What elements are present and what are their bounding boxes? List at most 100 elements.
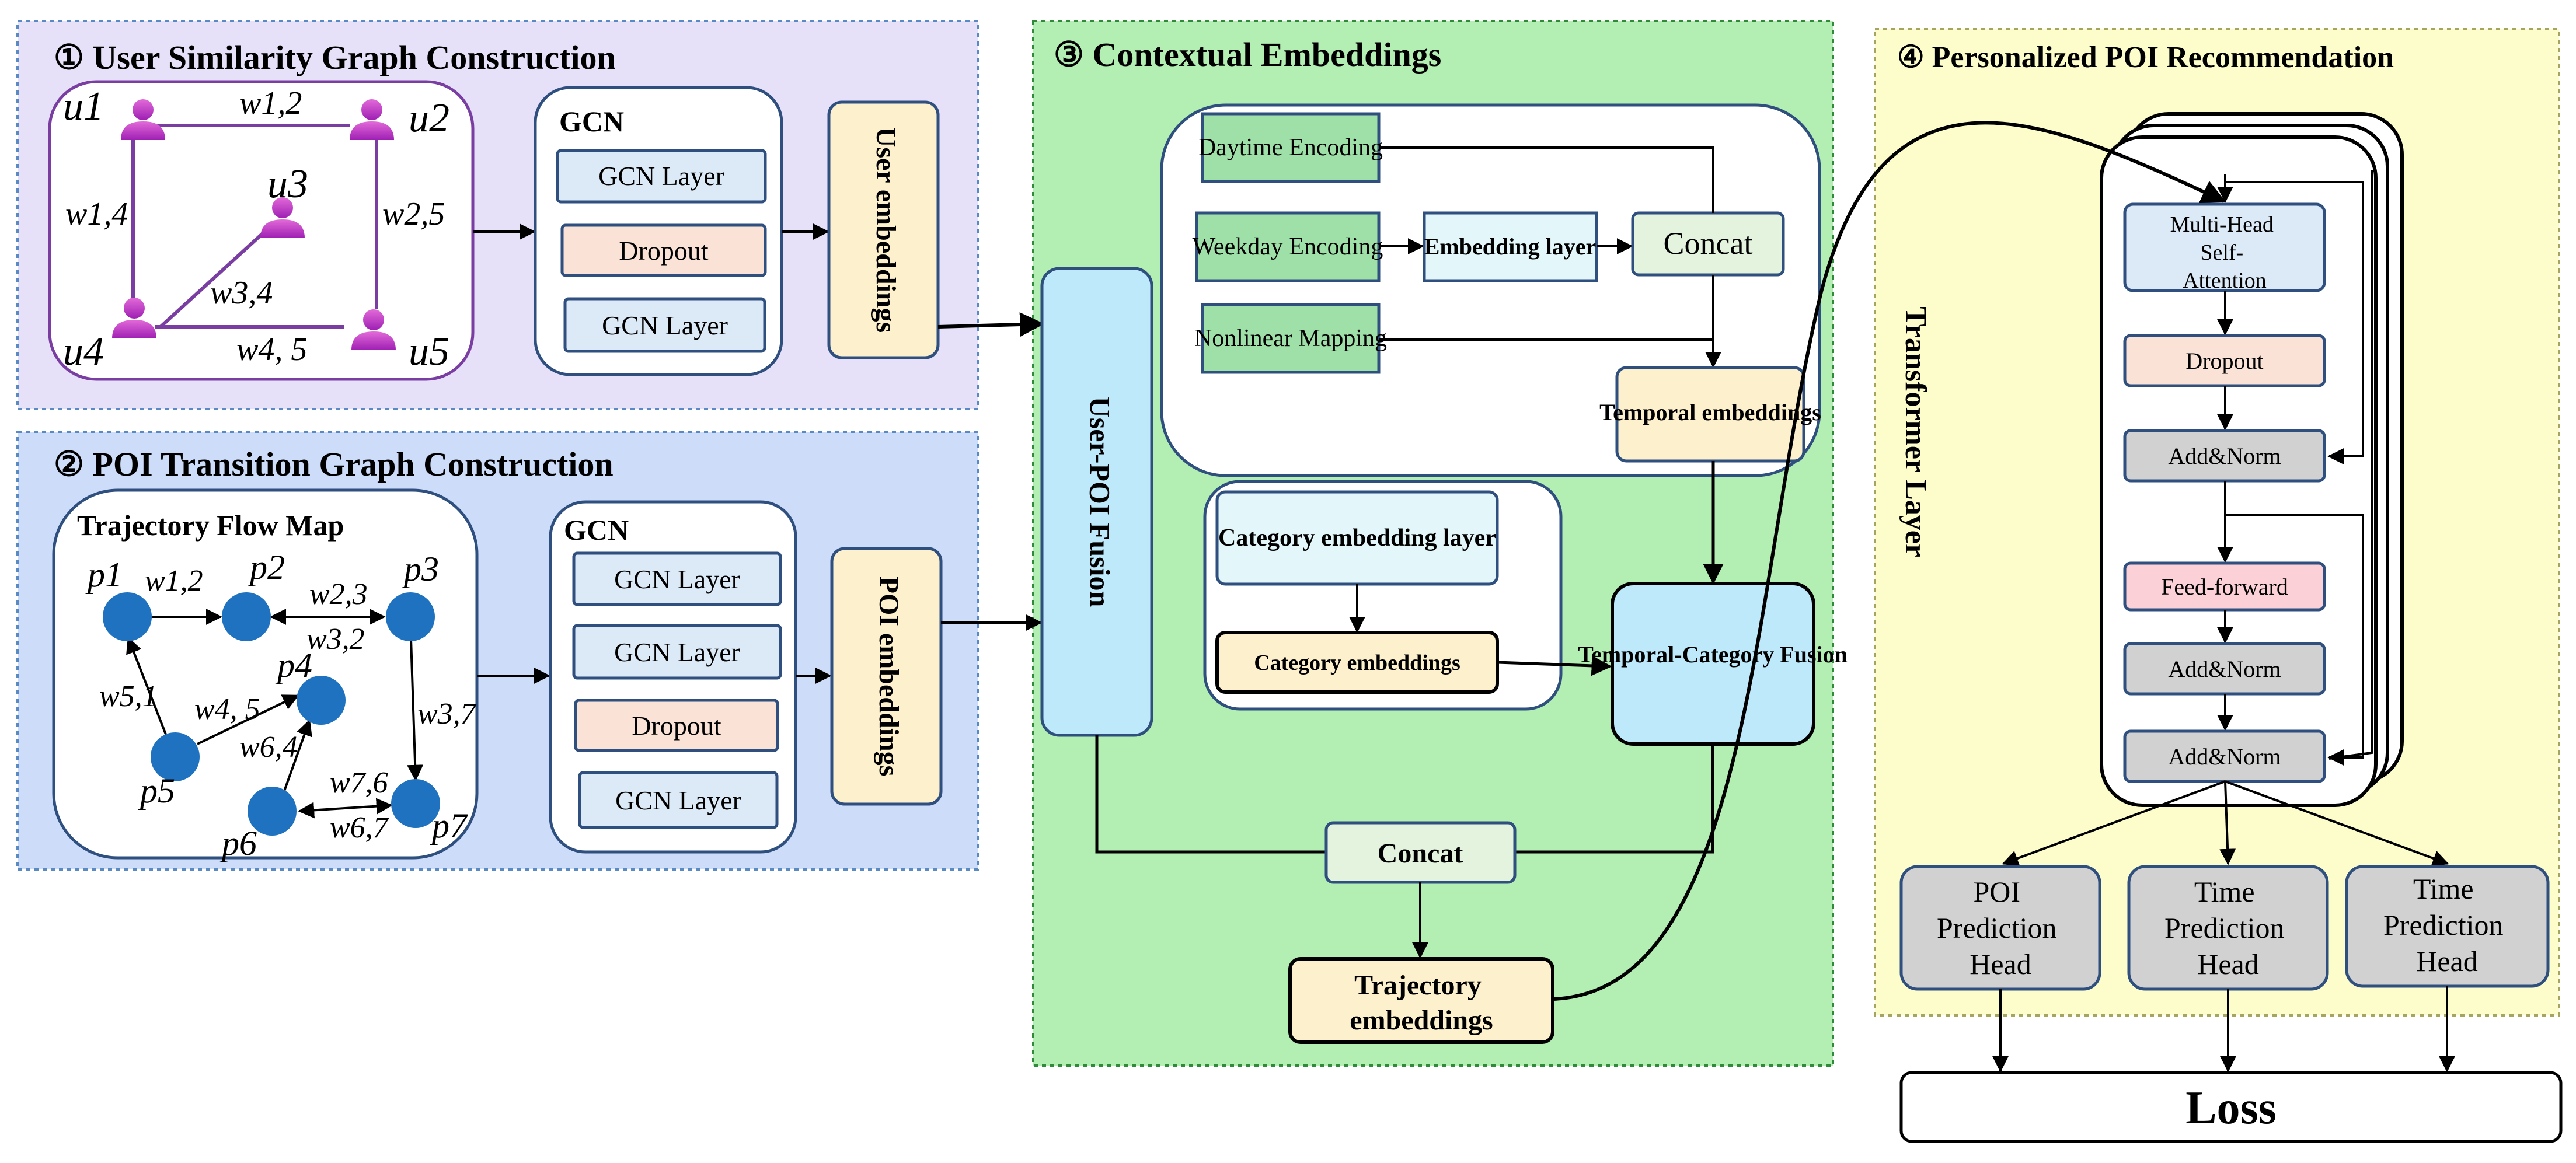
poi-node-label: p5 <box>138 771 175 810</box>
category-embedding-layer-label: Category embedding layer <box>1218 525 1496 551</box>
poi-node-label: p3 <box>402 550 439 588</box>
trajectory-map-title: Trajectory Flow Map <box>77 509 344 542</box>
trajectory-embeddings-box <box>1288 957 1554 1044</box>
temporal-embeddings-label: Temporal embeddings <box>1599 399 1821 425</box>
loss-label: Loss <box>2185 1082 2277 1134</box>
gcn-user-title: GCN <box>559 105 624 138</box>
arrow-to-head-2 <box>2219 781 2236 865</box>
poi-edge-weight: w3,7 <box>417 697 477 731</box>
head-label-2: Time Prediction Head <box>2164 875 2292 980</box>
poi-node-label: p4 <box>275 646 312 684</box>
poi-edge-weight: w6,7 <box>330 811 389 844</box>
poi-node-p7 <box>391 779 440 828</box>
gcn-poi-layer-1-label: GCN Layer <box>614 564 740 594</box>
poi-edge-weight: w3,2 <box>306 623 365 656</box>
poi-node-p4 <box>297 676 346 725</box>
addnorm-label-2: Add&Norm <box>2168 656 2281 682</box>
head-label-2-line-1: Time <box>2194 875 2255 908</box>
arrow-user-emb-to-fusion <box>937 312 1045 337</box>
poi-node-p3 <box>386 592 435 641</box>
trajectory-embeddings-line-1: Trajectory <box>1354 970 1482 1001</box>
poi-edge-weight: w5,1 <box>99 680 158 713</box>
head-label-3-line-2: Prediction <box>2383 909 2504 941</box>
user-graph-edges <box>131 124 378 329</box>
user-embeddings-box <box>827 100 940 359</box>
arrow-catemb-to-tcfusion <box>1497 655 1612 676</box>
head-label-3: Time Prediction Head <box>2383 872 2511 977</box>
gcn-user-layer-2 <box>563 297 766 353</box>
user-icon-u2 <box>350 99 394 140</box>
user-edge-weight: w3,4 <box>210 275 273 311</box>
daytime-encoding-label: Daytime Encoding <box>1198 134 1383 161</box>
embedding-layer-box <box>1423 211 1598 282</box>
poi-node-label: p2 <box>248 548 285 586</box>
poi-node-label: p1 <box>85 556 123 594</box>
gcn-user-dropout <box>560 223 767 277</box>
temporal-category-fusion-label: Temporal-Category Fusion <box>1578 641 1848 668</box>
user-icon-u4 <box>112 298 156 338</box>
concat-label-1: Concat <box>1664 226 1753 261</box>
mhsa-label: Multi-Head Self- Attention <box>2170 212 2279 293</box>
user-icon-u5 <box>351 309 396 350</box>
gcn-user-dropout-label: Dropout <box>619 236 709 266</box>
head-label-1-line-3: Head <box>1970 948 2031 980</box>
embedding-layer-label: Embedding layer <box>1424 233 1596 260</box>
arrow-to-head-1 <box>2002 780 2226 867</box>
transformer-layer-label: Transformer Layer <box>1899 306 1932 557</box>
nonlinear-mapping-label: Nonlinear Mapping <box>1194 325 1387 352</box>
user-poi-fusion-label: User-POI Fusion <box>1084 397 1117 607</box>
poi-node-p5 <box>151 732 200 781</box>
head-label-1-line-2: Prediction <box>1937 911 2057 944</box>
temporal-embeddings-box <box>1615 366 1805 463</box>
head-label-3-line-1: Time <box>2413 872 2474 905</box>
poi-node-label: p6 <box>219 824 257 862</box>
residual-line-3 <box>2328 170 2373 760</box>
trajectory-embeddings-label: Trajectory embeddings <box>1350 970 1493 1036</box>
trajectory-embeddings-line-2: embeddings <box>1350 1005 1493 1036</box>
poi-graph-edges <box>126 609 424 819</box>
gcn-poi-layer-3 <box>578 771 779 829</box>
user-node-label: u3 <box>267 162 308 207</box>
poi-edge-weight: w2,3 <box>309 578 368 611</box>
feedforward-label: Feed-forward <box>2161 574 2288 600</box>
poi-node-p1 <box>103 592 152 641</box>
residual-line-1 <box>2225 181 2364 464</box>
user-embeddings-label: User embeddings <box>870 127 901 333</box>
mhsa-label-line-1: Multi-Head <box>2170 212 2274 237</box>
weekday-encoding-label: Weekday Encoding <box>1193 233 1383 260</box>
user-edge-weight: w4, 5 <box>236 331 307 368</box>
poi-node-p2 <box>222 592 271 641</box>
gcn-poi-layer-3-label: GCN Layer <box>615 785 741 815</box>
user-node-label: u2 <box>409 96 449 141</box>
section-title-4: ④ Personalized POI Recommendation <box>1897 41 2394 74</box>
poi-embeddings-label: POI embeddings <box>873 577 904 777</box>
head-label-1-line-1: POI <box>1973 875 2020 908</box>
poi-node-p6 <box>248 787 297 836</box>
gcn-user-layer-2-label: GCN Layer <box>602 310 728 340</box>
concat-box-1 <box>1631 211 1785 277</box>
head-label-2-line-3: Head <box>2197 948 2259 980</box>
poi-embeddings-box <box>830 547 943 806</box>
user-icon-u1 <box>121 99 165 140</box>
user-node-label: u5 <box>409 329 449 374</box>
poi-edge-weight: w1,2 <box>145 564 203 598</box>
addnorm-label-1: Add&Norm <box>2168 443 2281 469</box>
gcn-poi-dropout <box>574 699 779 752</box>
user-icon-u3 <box>260 197 305 238</box>
category-embeddings-label: Category embeddings <box>1254 651 1460 675</box>
user-node-label: u1 <box>63 84 104 129</box>
dropout-label: Dropout <box>2185 348 2263 374</box>
line-tcfusion-to-concat <box>1515 744 1714 854</box>
line-daytime-to-concat <box>1379 146 1714 213</box>
gcn-poi-dropout-label: Dropout <box>632 711 721 741</box>
head-label-1: POI Prediction Head <box>1937 875 2064 980</box>
head-label-3-line-3: Head <box>2416 945 2478 977</box>
section-title-2: ② POI Transition Graph Construction <box>54 445 614 483</box>
user-edge-weight: w1,2 <box>239 85 302 121</box>
line-fusion-to-concat <box>1095 735 1326 854</box>
concat-label-2: Concat <box>1378 838 1463 869</box>
gcn-poi-layer-2-label: GCN Layer <box>614 637 740 667</box>
poi-edge-weight: w4, 5 <box>194 693 260 726</box>
arrow-trajectory-to-transformer <box>1552 121 2226 1001</box>
